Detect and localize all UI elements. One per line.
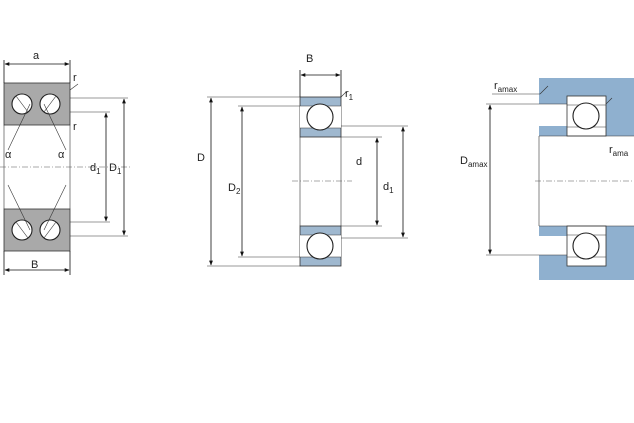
label-B-middle: B [306, 53, 313, 65]
ball-bottom [306, 232, 334, 260]
label-alpha-right: α [58, 149, 65, 161]
label-D2: D2 [228, 182, 241, 196]
middle-view [207, 70, 408, 267]
shaft-shoulder-top [539, 126, 567, 136]
label-d1-middle: d1 [383, 181, 394, 195]
label-r1: r1 [345, 88, 354, 102]
label-d: d [356, 156, 362, 168]
label-r-mid: r [73, 121, 77, 133]
left-view [0, 60, 130, 275]
label-alpha-left: α [5, 149, 12, 161]
label-B-left: B [31, 259, 38, 271]
ball-top [572, 102, 600, 130]
ball-top [306, 103, 334, 131]
ball-bottom [572, 232, 600, 260]
label-r-top: r [73, 72, 77, 84]
housing-side-top [606, 104, 634, 136]
label-ra-top: ramax [494, 80, 517, 94]
label-D1: D1 [109, 162, 122, 176]
label-a: a [33, 50, 40, 62]
label-d1: d1 [90, 162, 101, 176]
label-D: D [197, 152, 205, 164]
housing-side-bottom [606, 226, 634, 255]
right-view [486, 78, 634, 280]
label-Da: Damax [460, 155, 488, 169]
label-ra-right: rama [609, 144, 629, 158]
shaft-shoulder-bottom [539, 226, 567, 236]
